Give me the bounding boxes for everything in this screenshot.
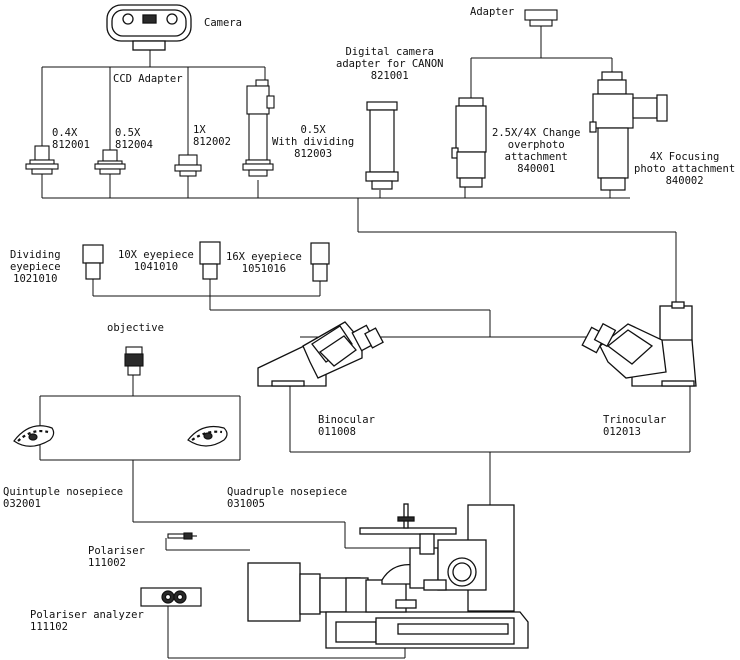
polariser-label: Polariser 111002 <box>88 545 145 569</box>
microscope-body-icon <box>247 503 529 649</box>
polariser-analyzer-icon <box>140 587 202 607</box>
quadruple-nosepiece-label: Quadruple nosepiece 031005 <box>227 486 348 510</box>
change-overphoto-attachment-icon <box>451 97 487 188</box>
adapter-05x-icon <box>94 149 126 175</box>
adapter-label: Adapter <box>470 6 515 18</box>
eyepiece-16x-label: 16X eyepiece 1051016 <box>226 251 302 275</box>
ccd-adapter-label: CCD Adapter <box>113 73 183 85</box>
eyepiece-10x-icon <box>199 241 221 280</box>
canon-adapter-label: Digital camera adapter for CANON 821001 <box>336 46 444 82</box>
adapter-04x-icon <box>25 145 59 175</box>
lens-05x-label: 0.5X 812004 <box>115 127 153 151</box>
dividing-eyepiece-icon <box>82 244 104 280</box>
eyepiece-16x-icon <box>310 242 330 282</box>
adapter-1x-icon <box>174 154 202 177</box>
binocular-head-icon <box>257 321 384 387</box>
change-overphoto-label: 2.5X/4X Change overphoto attachment 8400… <box>492 127 581 175</box>
binocular-label: Binocular 011008 <box>318 414 375 438</box>
lens-1x-label: 1X 812002 <box>193 124 231 148</box>
trinocular-head-icon <box>581 301 697 387</box>
focusing-photo-attachment-icon <box>589 71 668 191</box>
adapter-ring-icon <box>524 9 558 27</box>
objective-label: objective <box>107 322 164 334</box>
camera-label: Camera <box>204 17 242 29</box>
objective-icon <box>124 346 144 376</box>
quintuple-nosepiece-icon <box>13 425 55 447</box>
polariser-analyzer-label: Polariser analyzer 111102 <box>30 609 144 633</box>
lens-04x-label: 0.4X 812001 <box>52 127 90 151</box>
quintuple-nosepiece-label: Quintuple nosepiece 032001 <box>3 486 124 510</box>
canon-adapter-icon <box>365 101 399 190</box>
camera-icon <box>106 4 192 51</box>
polariser-icon <box>167 532 197 540</box>
dividing-eyepiece-label: Dividing eyepiece 1021010 <box>10 249 61 285</box>
connector-lines <box>39 26 691 659</box>
adapter-05x-dividing-icon <box>242 79 275 177</box>
quadruple-nosepiece-icon <box>187 425 228 447</box>
focusing-photo-label: 4X Focusing photo attachment 840002 <box>634 151 736 187</box>
trinocular-label: Trinocular 012013 <box>603 414 667 438</box>
lens-05x-dividing-label: 0.5X With dividing 812003 <box>272 124 355 160</box>
eyepiece-10x-label: 10X eyepiece 1041010 <box>118 249 194 273</box>
